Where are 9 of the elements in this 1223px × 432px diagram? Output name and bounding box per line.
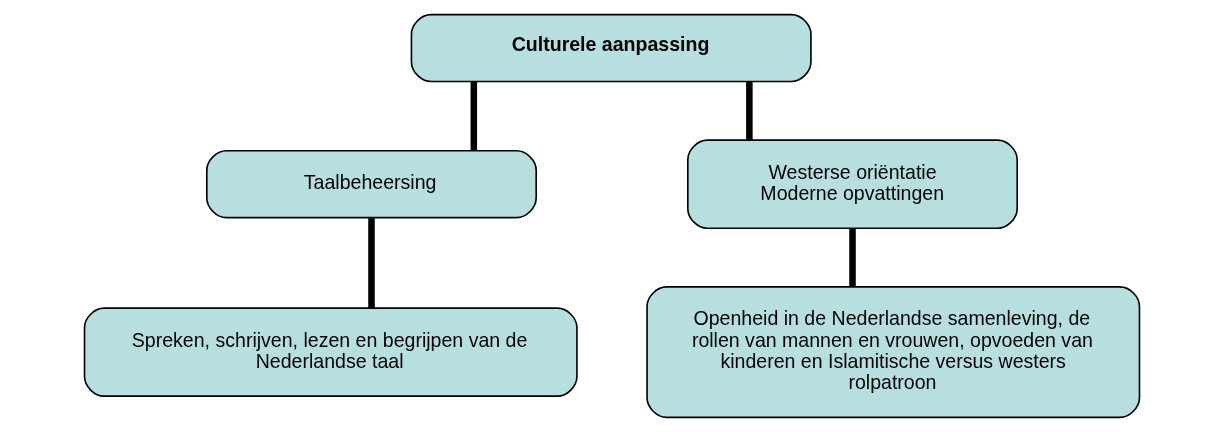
- node-box: Culturele aanpassing: [410, 13, 812, 83]
- node-box: Taalbeheersing: [205, 149, 537, 219]
- node-box: Westerse oriëntatie Moderne opvattingen: [686, 139, 1018, 230]
- connector: [470, 81, 477, 151]
- connector: [745, 81, 753, 141]
- connector: [848, 228, 856, 287]
- node-box: Spreken, schrijven, lezen en begrijpen van de Nederlandse taal: [83, 307, 578, 397]
- node-box: Openheid in de Nederlandse samenleving, de rollen van mannen en vrouwen, opvoeden van kinderen en Islamitische versus westers rolpatroon: [645, 286, 1140, 419]
- connector: [367, 218, 375, 308]
